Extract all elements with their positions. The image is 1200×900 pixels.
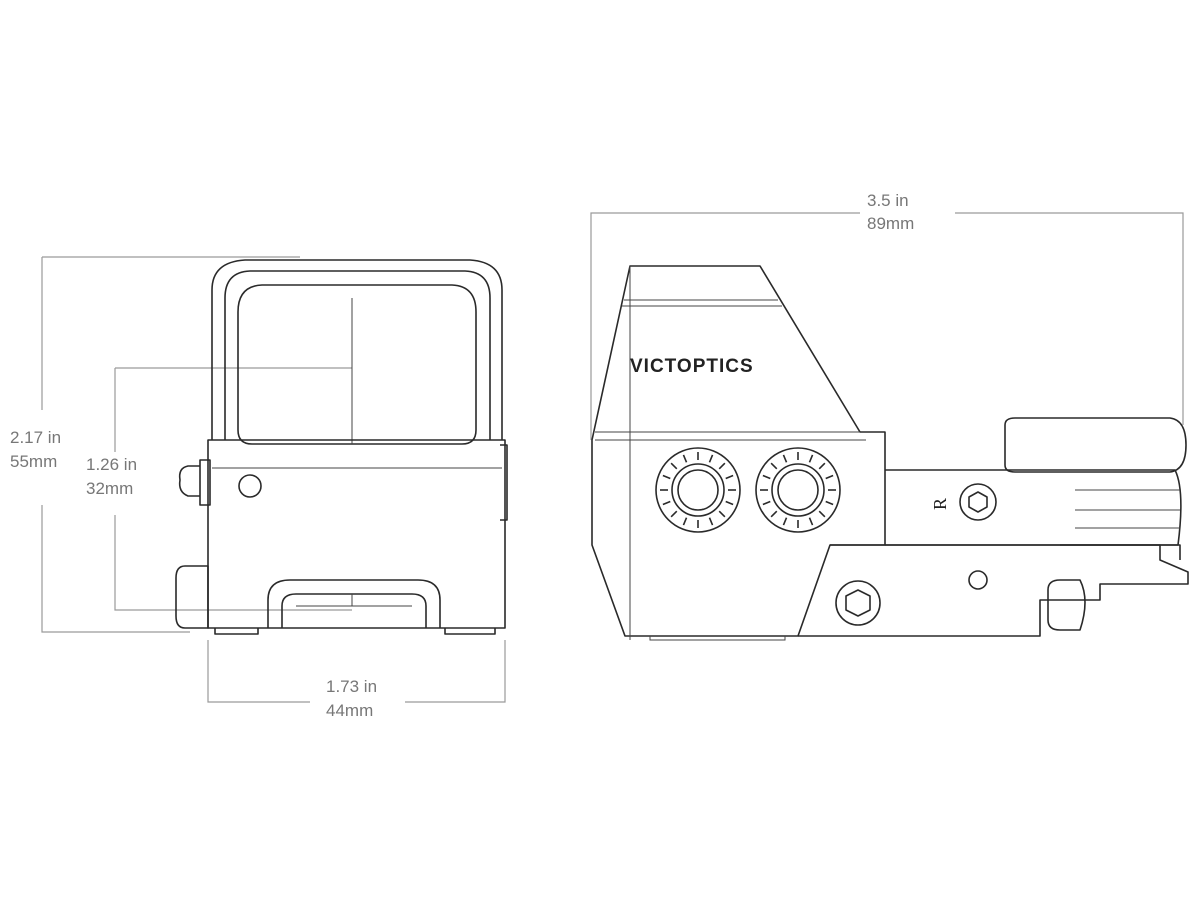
- turret-click-mark: [762, 474, 771, 480]
- marking-r: R: [930, 498, 950, 510]
- front-view-dimensions: 2.17 in 55mm 1.26 in 32mm 1.73 in 44mm: [10, 256, 506, 720]
- side-view-dimensions: 3.5 in 89mm: [590, 191, 1184, 440]
- turret-click-mark: [725, 474, 734, 480]
- turret-click-mark: [708, 517, 714, 526]
- turret-click-mark: [782, 517, 788, 526]
- turret-click-mark: [670, 510, 678, 518]
- height-window-metric: 32mm: [86, 479, 133, 498]
- front-window: [237, 284, 477, 445]
- turret-click-mark: [662, 474, 671, 480]
- turret-click-mark: [708, 454, 714, 463]
- hex-screw: [959, 483, 997, 521]
- length-imperial: 3.5 in: [867, 191, 909, 210]
- height-total-metric: 55mm: [10, 452, 57, 471]
- elevation-turret: [755, 447, 841, 533]
- height-total-imperial: 2.17 in: [10, 428, 61, 447]
- turret-click-mark: [682, 517, 688, 526]
- turret-click-mark: [808, 454, 814, 463]
- turret-click-mark: [725, 500, 734, 506]
- turret-click-mark: [782, 454, 788, 463]
- turret-click-mark: [818, 462, 826, 470]
- width-imperial: 1.73 in: [326, 677, 377, 696]
- brand-logo: VICTOPTICS: [630, 356, 754, 377]
- turret-click-mark: [808, 517, 814, 526]
- turret-click-mark: [718, 510, 726, 518]
- turret-click-mark: [662, 500, 671, 506]
- battery-cap: [1004, 417, 1187, 473]
- width-metric: 44mm: [326, 701, 373, 720]
- side-view: VICTOPTICS R: [591, 265, 1189, 641]
- turret-click-mark: [825, 474, 834, 480]
- turret-click-mark: [682, 454, 688, 463]
- screw-hole: [238, 474, 262, 498]
- turret-click-mark: [770, 462, 778, 470]
- windage-turret: [655, 447, 741, 533]
- height-window-imperial: 1.26 in: [86, 455, 137, 474]
- mount-nut: [835, 580, 881, 626]
- turret-click-mark: [670, 462, 678, 470]
- turret-click-mark: [770, 510, 778, 518]
- mount-screw: [968, 570, 988, 590]
- front-view: [175, 259, 508, 635]
- turret-click-mark: [762, 500, 771, 506]
- turret-click-mark: [718, 462, 726, 470]
- turret-click-mark: [825, 500, 834, 506]
- turret-click-mark: [818, 510, 826, 518]
- length-metric: 89mm: [867, 214, 914, 233]
